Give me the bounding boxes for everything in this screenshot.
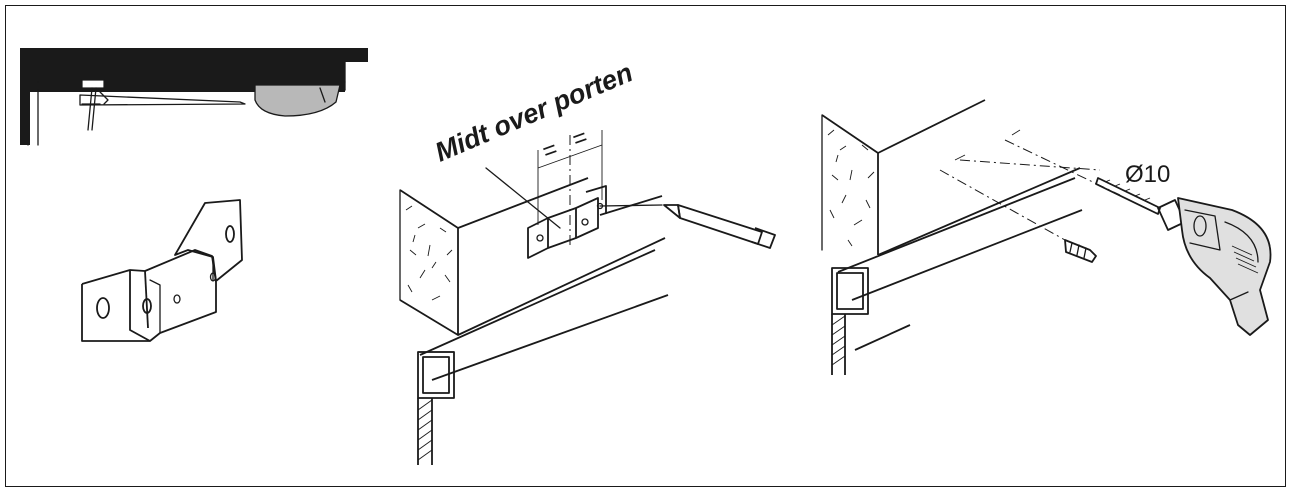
- drill-diameter-label: Ø10: [1125, 161, 1170, 188]
- svg-text:=: =: [569, 123, 591, 153]
- wall-texture: [405, 205, 453, 301]
- hatch: [417, 399, 433, 461]
- drill-bit-icon: [1095, 177, 1161, 215]
- drill-icon: [1157, 197, 1272, 336]
- mounting-bracket-illustration: [81, 199, 243, 342]
- center-label: Midt over porten: [431, 57, 637, 167]
- svg-text:=: =: [539, 135, 561, 165]
- hatch-2: [831, 315, 846, 366]
- wall-plug-icon: [1064, 239, 1097, 263]
- drilling-illustration: Ø10: [821, 99, 1272, 375]
- wall-texture-2: [827, 129, 875, 247]
- overview-illustration: [20, 48, 368, 146]
- marking-illustration: Midt over porten: [399, 57, 776, 465]
- pencil-icon: [599, 204, 776, 249]
